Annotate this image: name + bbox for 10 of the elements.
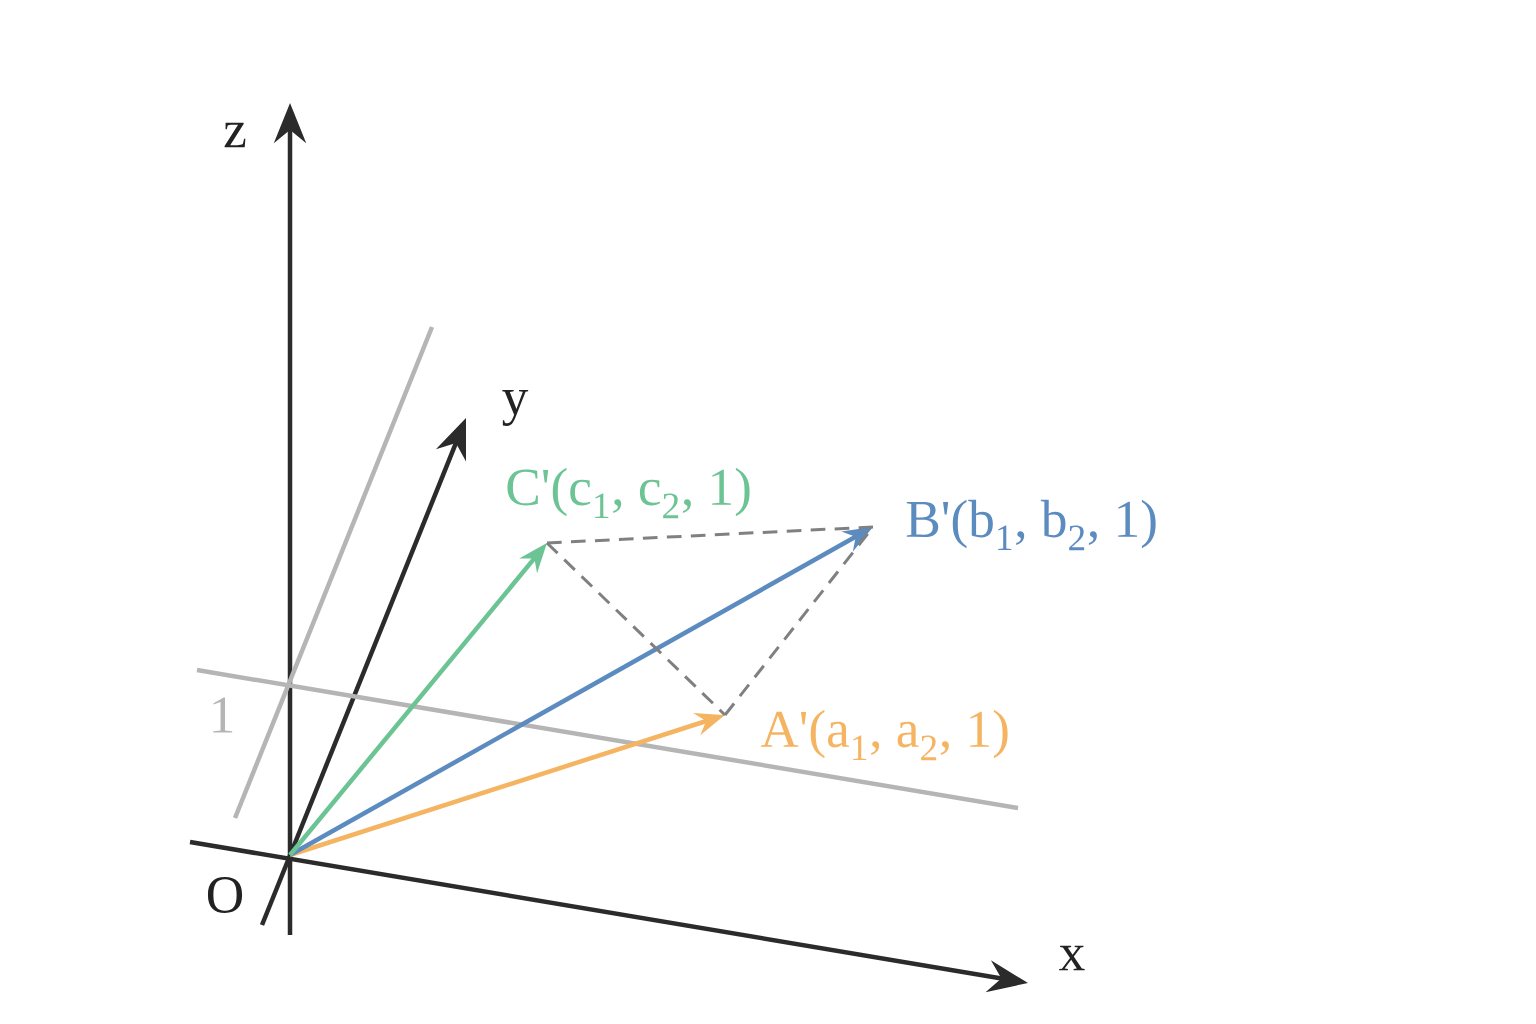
tick-label: 1	[213, 697, 233, 733]
point-label: C'(c$_{1}$, c$_{2}$, 1)	[507, 467, 750, 519]
point-label: O	[207, 877, 243, 913]
dashed-line	[545, 541, 727, 717]
dashed-line	[546, 525, 874, 545]
point-label: A'(a$_{1}$, a$_{2}$, 1)	[760, 709, 1008, 761]
axis-label: x	[1059, 945, 1085, 971]
axis-label: y	[502, 390, 529, 426]
point-label: B'(b$_{1}$, b$_{2}$, 1)	[906, 499, 1156, 551]
axis-label: z	[224, 122, 246, 148]
